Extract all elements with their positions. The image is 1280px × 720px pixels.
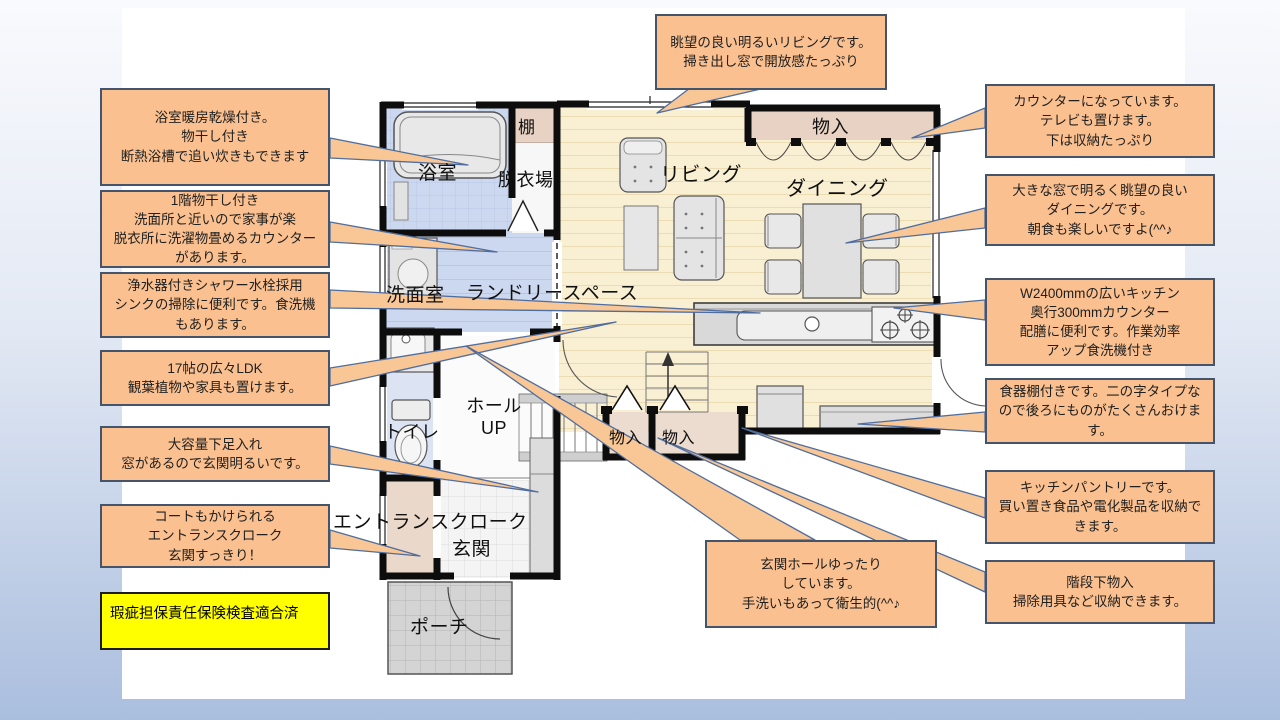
callout-ldk: 17帖の広々LDK 観葉植物や家具も置けます。: [100, 350, 330, 406]
room-label-hall: ホール UP: [466, 396, 522, 438]
badge-inspection: 瑕疵担保責任保険検査適合済: [100, 592, 330, 650]
callout-under-stairs: 階段下物入 掃除用具など収納できます。: [985, 560, 1215, 624]
callout-counter: カウンターになっています。 テレビも置けます。 下は収納たっぷり: [985, 84, 1215, 158]
callout-shoe-storage: 大容量下足入れ 窓があるので玄関明るいです。: [100, 426, 330, 482]
room-label-dining: ダイニング: [786, 178, 889, 200]
callout-entrance-cloak: コートもかけられる エントランスクローク 玄関すっきり！: [100, 504, 330, 568]
room-label-laundry: ランドリースペース: [466, 283, 639, 304]
room-label-living: リビング: [660, 164, 742, 186]
room-label-storage-a: 物入: [609, 430, 643, 447]
room-label-storage-top: 物入: [812, 117, 849, 137]
room-label-shelf: 棚: [518, 118, 536, 137]
callout-living: 眺望の良い明るいリビングです。掃き出し窓で開放感たっぷり: [655, 14, 887, 90]
room-label-dressing: 脱衣場: [498, 170, 554, 190]
room-label-entrance-cloak: エントランスクローク: [333, 512, 528, 533]
callout-cupboard: 食器棚付きです。二の字タイプなので後ろにものがたくさんおけます。: [985, 378, 1215, 444]
callout-bath: 浴室暖房乾燥付き。 物干し付き 断熱浴槽で追い炊きもできます: [100, 88, 330, 186]
callout-pantry: キッチンパントリーです。 買い置き食品や電化製品を収納できます。: [985, 470, 1215, 544]
callout-dining: 大きな窓で明るく眺望の良い ダイニングです。 朝食も楽しいですよ(^^♪: [985, 174, 1215, 246]
room-label-storage-b: 物入: [662, 430, 696, 447]
callout-laundry: 1階物干し付き 洗面所と近いので家事が楽 脱衣所に洗濯物畳めるカウンターがありま…: [100, 190, 330, 268]
room-label-toilet: トイレ: [384, 422, 440, 442]
room-label-entrance: 玄関: [452, 539, 492, 560]
callout-entrance-hall: 玄関ホールゆったり しています。 手洗いもあって衛生的(^^♪: [705, 540, 937, 628]
room-label-porch: ポーチ: [410, 617, 469, 638]
room-label-bath: 浴室: [418, 163, 458, 184]
callout-kitchen-sink: 浄水器付きシャワー水栓採用 シンクの掃除に便利です。食洗機もあります。: [100, 272, 330, 338]
room-label-washroom: 洗面室: [386, 285, 445, 306]
callout-kitchen: W2400mmの広いキッチン 奥行300mmカウンター 配膳に便利です。作業効率…: [985, 278, 1215, 366]
